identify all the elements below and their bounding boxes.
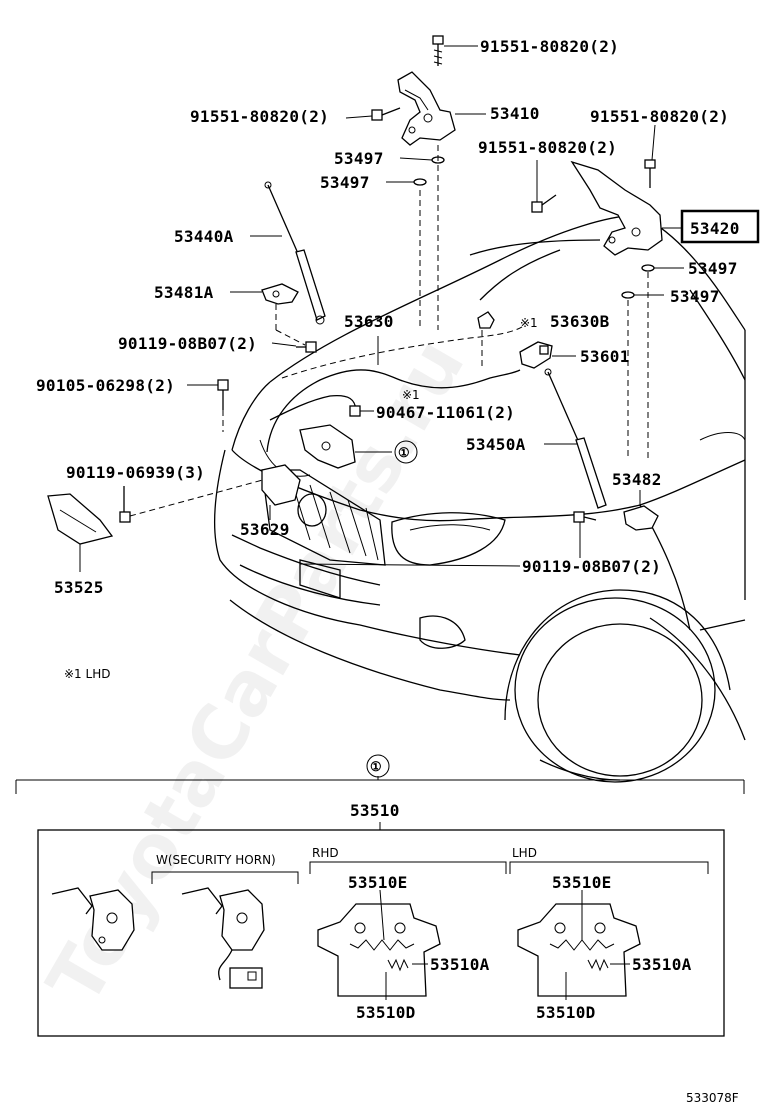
label-bolt-right-top: 91551-80820(2) [590,107,729,126]
hinge-right [570,160,663,256]
label-rhd-a: 53510A [430,955,490,974]
label-bolt-top: 91551-80820(2) [480,37,619,56]
support [261,464,301,506]
label-support: 53629 [240,520,290,539]
label-lever: 53601 [580,347,630,366]
lock-assembly-standard [51,887,135,951]
label-bolt-90119-b: 90119-06939(3) [66,463,205,482]
label-bracket-left: 53481A [154,283,214,302]
strut-left [264,181,326,325]
release-lever [519,341,553,369]
detail-box [37,829,725,1037]
label-strut-left: 53440A [174,227,234,246]
lock-assembly-security [181,887,265,989]
cable-clamp [477,311,495,329]
label-clamp-mark: ※1 [520,316,538,330]
label-bolt-left: 91551-80820(2) [190,107,329,126]
figure-code: 533078F [686,1091,739,1105]
bolt-top [432,35,444,66]
label-cable-clamp: 53630B [550,312,610,331]
label-hinge-right: 53420 [690,219,740,238]
label-washer-1: 53497 [334,149,384,168]
vehicle-outline [213,214,746,783]
latch-lhd [517,890,641,1000]
hood-lock [299,424,356,469]
label-bolt-90119-c: 90119-08B07(2) [522,557,661,576]
label-cable: 53630 [344,312,394,331]
label-rhd-e: 53510E [348,873,408,892]
label-clip-90467-mark: ※1 [402,388,420,402]
washer-3 [641,264,655,272]
cover [47,493,114,545]
label-assembly: 53510 [350,801,400,820]
bracket-right [623,505,659,531]
label-variant-security: W(SECURITY HORN) [156,853,276,867]
hinge-left [397,71,456,146]
bolt-90119-a [296,341,317,353]
label-lhd-d: 53510D [536,1003,596,1022]
bolt-right-top [644,159,656,188]
label-bolt-right-mid: 91551-80820(2) [478,138,617,157]
label-strut-right: 53450A [466,435,526,454]
label-rhd-d: 53510D [356,1003,416,1022]
footnote: ※1 LHD [64,667,110,681]
strut-right [544,368,607,509]
bolt-90119-b [119,486,131,523]
label-bracket-right: 53482 [612,470,662,489]
label-clip-90105: 90105-06298(2) [36,376,175,395]
bolt-right-mid [531,194,557,213]
label-hinge-right-box [680,209,760,244]
clip-90105 [217,379,229,410]
label-callout-1: ① [398,446,410,461]
washer-2 [413,178,427,186]
label-callout-1-detail: ① [370,760,382,775]
label-lhd: LHD [512,846,537,860]
callout-1-detail-circle [366,754,390,778]
label-washer-2: 53497 [320,173,370,192]
detail-bracket [15,776,745,794]
label-bolt-90119-a: 90119-08B07(2) [118,334,257,353]
callout-1-circle [394,440,418,464]
latch-rhd [317,889,441,1000]
label-washer-3: 53497 [688,259,738,278]
label-cover: 53525 [54,578,104,597]
washer-4 [621,291,635,299]
label-lhd-a: 53510A [632,955,692,974]
bracket-left [261,283,299,305]
label-clip-90467: 90467-11061(2) [376,403,515,422]
label-washer-4: 53497 [670,287,720,306]
bolt-90119-c [573,511,597,523]
label-lhd-e: 53510E [552,873,612,892]
clip-90467 [349,405,361,417]
label-rhd: RHD [312,846,339,860]
bolt-left [371,107,401,121]
label-hinge-left: 53410 [490,104,540,123]
